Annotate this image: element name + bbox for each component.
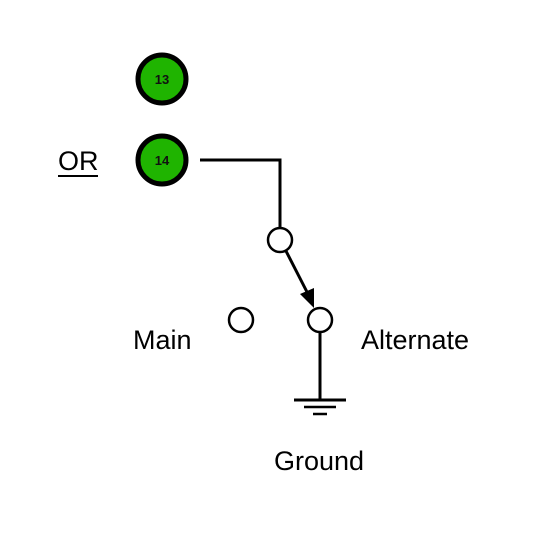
pin-14-number: 14 bbox=[155, 153, 170, 168]
switch-arm bbox=[284, 250, 309, 293]
ground-symbol-icon bbox=[294, 398, 346, 416]
pin-14-icon bbox=[135, 133, 189, 187]
main-contact-icon bbox=[227, 306, 255, 334]
main-label: Main bbox=[133, 325, 192, 355]
switch-arrow-icon bbox=[300, 288, 314, 308]
switch-common-contact-icon bbox=[266, 226, 294, 254]
pin-13: 13 bbox=[135, 52, 189, 106]
ground-label: Ground bbox=[274, 446, 364, 476]
or-label: OR bbox=[58, 146, 99, 176]
pin-13-number: 13 bbox=[155, 72, 169, 87]
wire-pin14-to-switch bbox=[200, 158, 282, 228]
alternate-label: Alternate bbox=[361, 325, 469, 355]
pin-14: 14 bbox=[135, 133, 189, 187]
alternate-contact-icon bbox=[306, 306, 334, 334]
pin-13-icon bbox=[135, 52, 189, 106]
